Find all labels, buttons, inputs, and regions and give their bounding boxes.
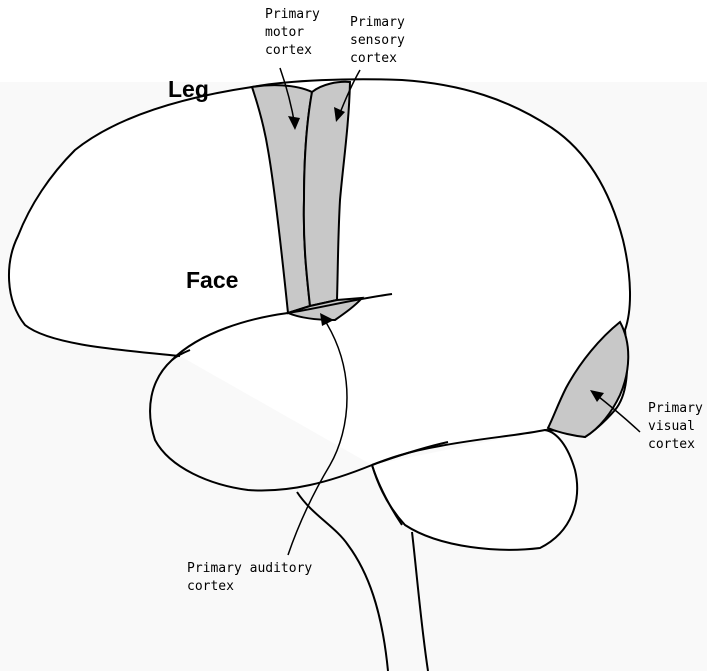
face-label: Face — [186, 267, 238, 294]
leg-label: Leg — [168, 76, 209, 103]
visual-cortex-label: Primary visual cortex — [648, 400, 703, 454]
auditory-cortex-label: Primary auditory cortex — [187, 560, 312, 596]
brain-stem-outline-right — [412, 532, 428, 671]
sensory-cortex-label: Primary sensory cortex — [350, 14, 405, 68]
motor-cortex-label: Primary motor cortex — [265, 6, 320, 60]
